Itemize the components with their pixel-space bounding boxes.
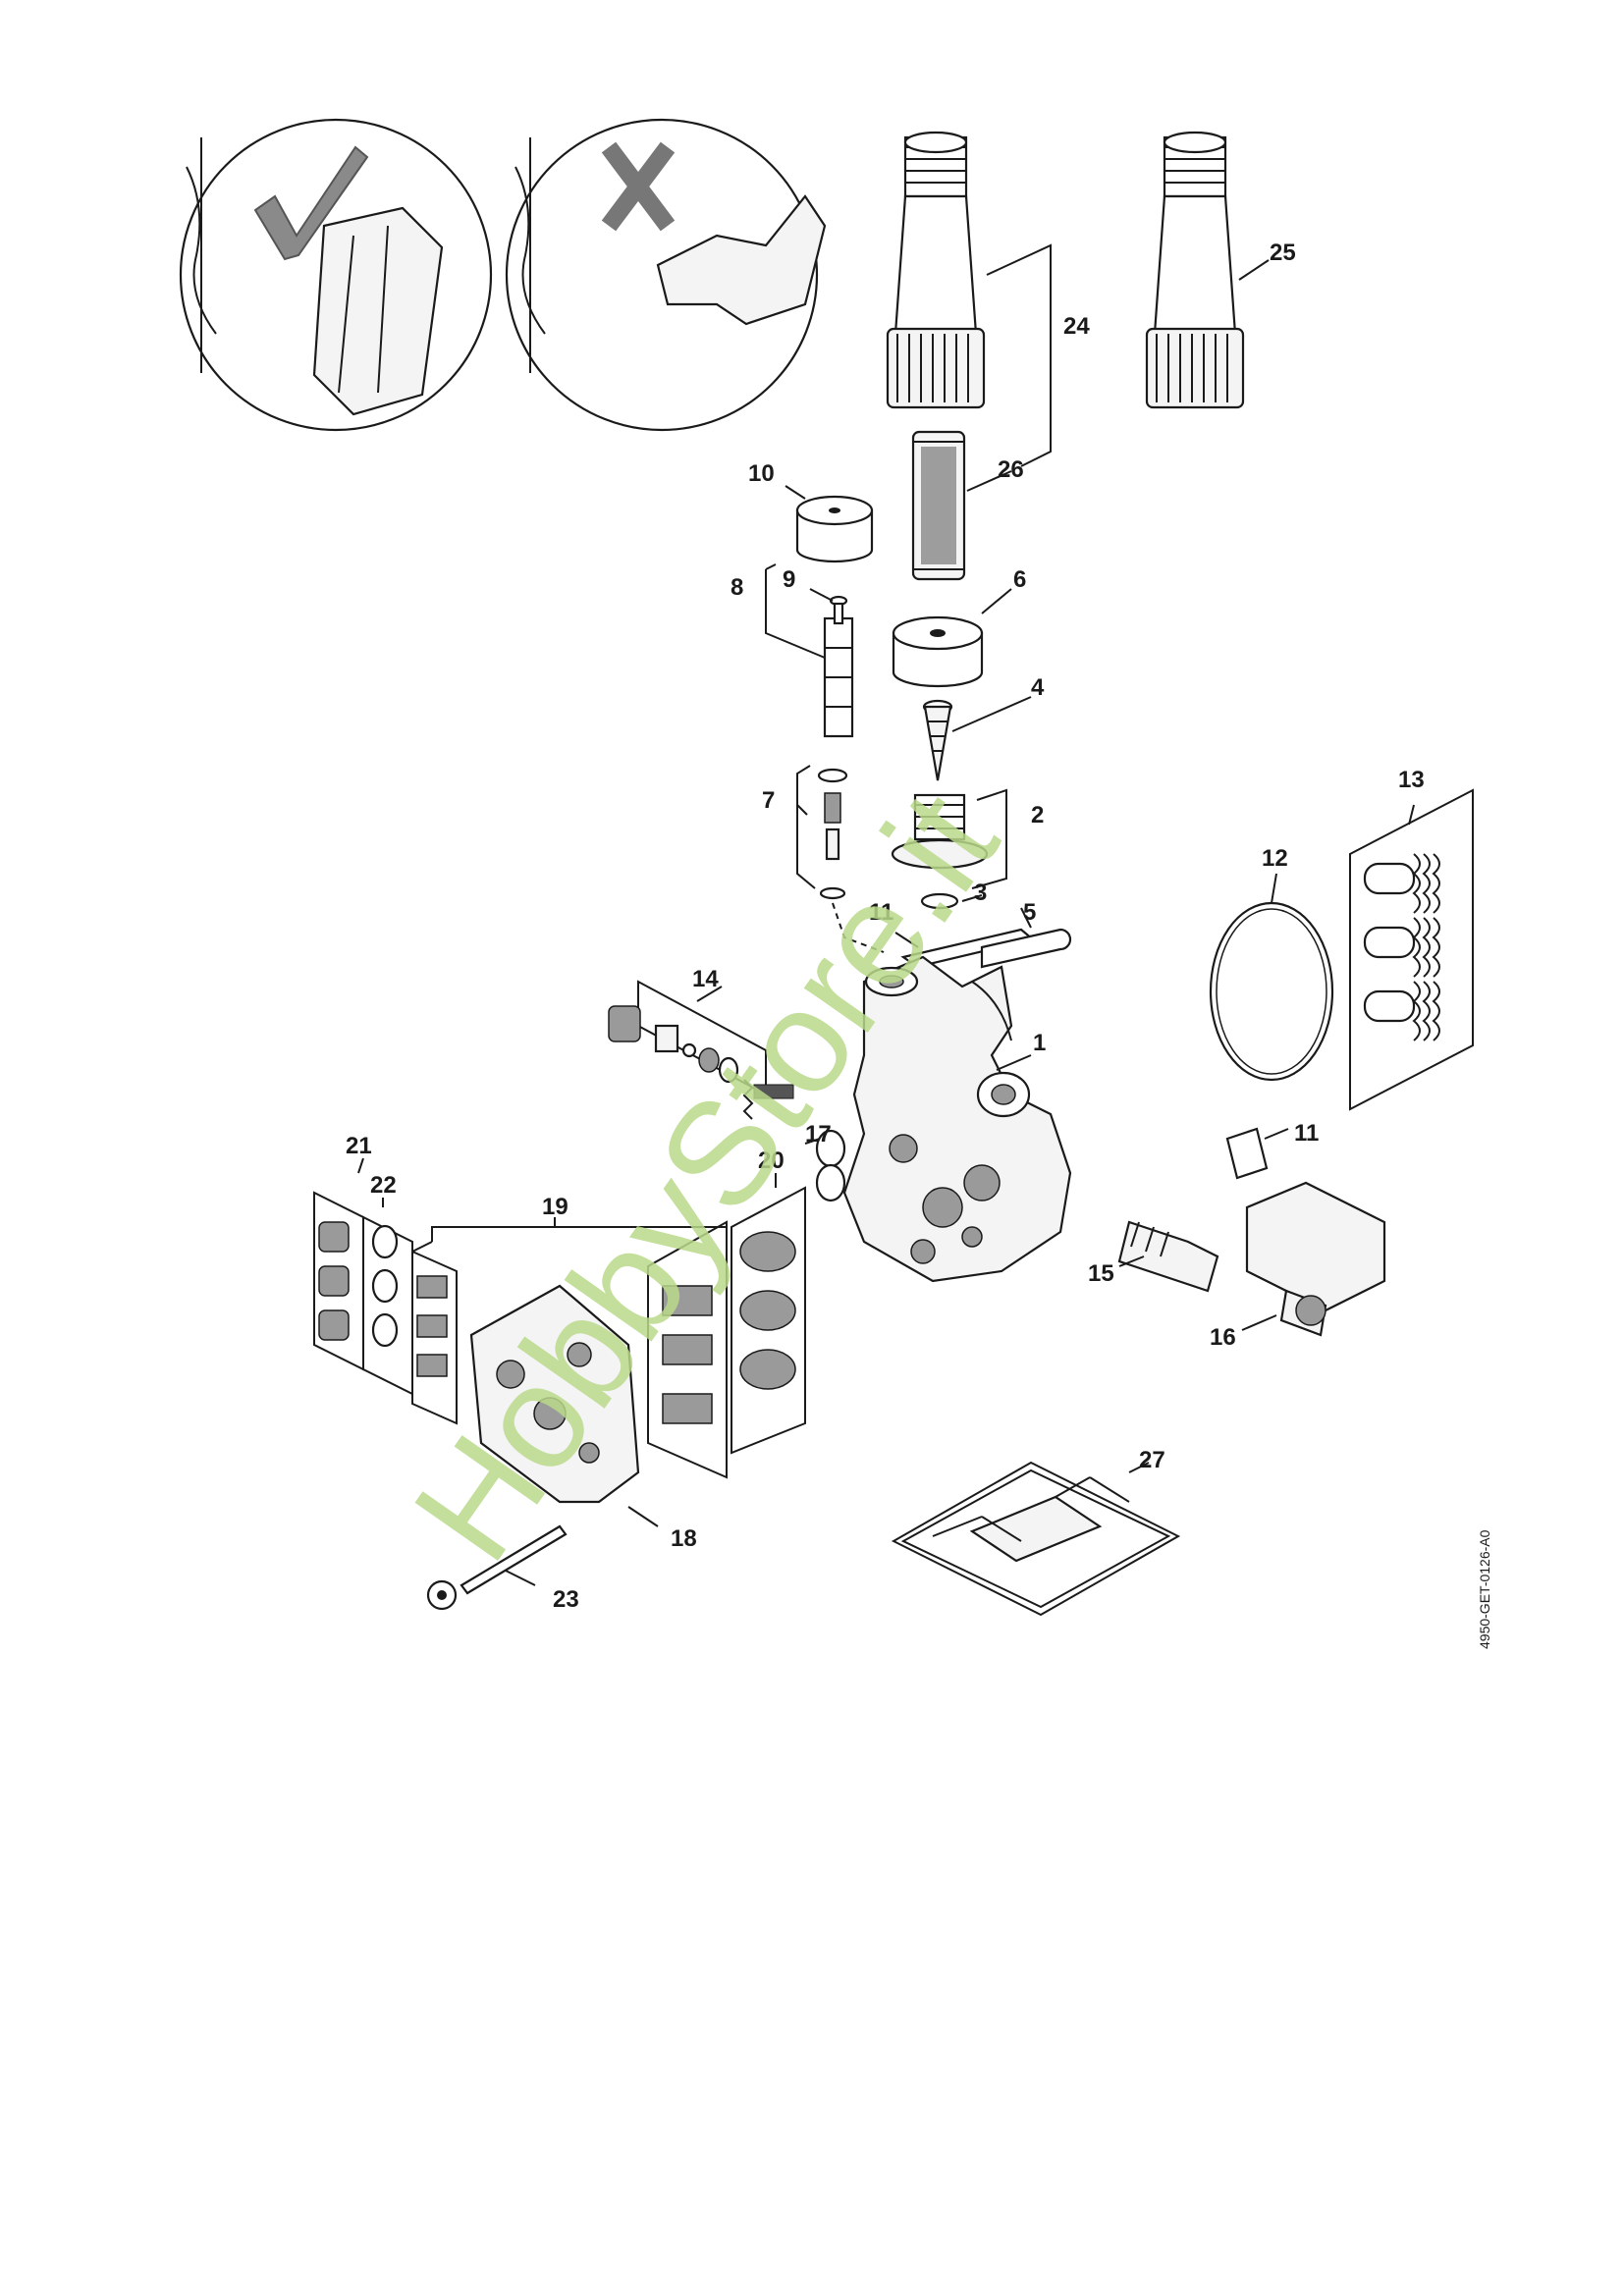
part-10-cap bbox=[795, 495, 874, 563]
callout-11-right: 11 bbox=[1294, 1120, 1319, 1147]
callout-22: 22 bbox=[370, 1172, 397, 1199]
callout-17: 17 bbox=[805, 1121, 832, 1148]
callout-21: 21 bbox=[346, 1133, 372, 1159]
correct-install-detail bbox=[179, 118, 493, 432]
callout-1: 1 bbox=[1033, 1030, 1046, 1056]
part-6-cap bbox=[892, 615, 984, 688]
part-7-seal-set bbox=[817, 768, 848, 900]
callout-16: 16 bbox=[1210, 1324, 1236, 1351]
callout-10: 10 bbox=[748, 460, 775, 487]
part-11-clip-right bbox=[1225, 1127, 1289, 1180]
part-3-o-ring bbox=[920, 892, 959, 910]
part-27-kit bbox=[891, 1461, 1181, 1617]
watermark: HobbyStore.it bbox=[382, 764, 1029, 1589]
part-15-valve bbox=[1117, 1220, 1219, 1293]
callout-9: 9 bbox=[783, 566, 795, 593]
part-17-o-rings bbox=[804, 1129, 846, 1202]
part-2-fitting bbox=[891, 793, 989, 870]
incorrect-install-detail bbox=[505, 118, 827, 432]
part-18-cylinder-head bbox=[469, 1284, 659, 1527]
part-8-piston bbox=[823, 595, 854, 738]
callout-19: 19 bbox=[542, 1194, 568, 1220]
callout-2: 2 bbox=[1031, 802, 1044, 828]
part-16-unloader bbox=[1241, 1181, 1386, 1337]
part-4-valve bbox=[922, 699, 953, 781]
drawing-code: 4950-GET-0126-A0 bbox=[1477, 1529, 1492, 1649]
callout-25: 25 bbox=[1270, 240, 1296, 266]
part-26-filter-screen bbox=[911, 430, 966, 581]
callout-6: 6 bbox=[1013, 566, 1026, 593]
part-14-valve-set bbox=[608, 980, 794, 1120]
part-24-filter-housing bbox=[886, 131, 986, 409]
callout-13: 13 bbox=[1398, 767, 1425, 793]
part-25-filter-housing bbox=[1145, 131, 1245, 409]
part-20-set bbox=[731, 1173, 806, 1455]
cross-icon bbox=[601, 141, 676, 232]
callout-14: 14 bbox=[692, 966, 719, 992]
checkmark-icon bbox=[253, 145, 369, 261]
callout-26: 26 bbox=[998, 456, 1024, 483]
callout-15: 15 bbox=[1088, 1260, 1114, 1287]
callout-3: 3 bbox=[974, 880, 987, 906]
callout-18: 18 bbox=[671, 1525, 697, 1552]
part-23-bolt bbox=[426, 1524, 568, 1611]
part-21-set bbox=[313, 1157, 364, 1371]
callout-4: 4 bbox=[1031, 674, 1045, 701]
part-22-set bbox=[362, 1198, 413, 1396]
callout-7: 7 bbox=[762, 787, 775, 814]
part-11-clip-top bbox=[894, 928, 1072, 969]
callout-27: 27 bbox=[1139, 1447, 1165, 1473]
callout-11-top: 11 bbox=[869, 899, 893, 926]
part-19-set bbox=[411, 1220, 728, 1479]
callout-8: 8 bbox=[731, 574, 743, 601]
callout-23: 23 bbox=[553, 1586, 579, 1613]
part-1-pump-body bbox=[842, 955, 1072, 1283]
callout-12: 12 bbox=[1262, 845, 1288, 872]
callout-20: 20 bbox=[758, 1148, 785, 1174]
callout-24: 24 bbox=[1063, 313, 1090, 340]
callout-5: 5 bbox=[1023, 899, 1036, 926]
part-13-piston-set bbox=[1349, 788, 1474, 1111]
